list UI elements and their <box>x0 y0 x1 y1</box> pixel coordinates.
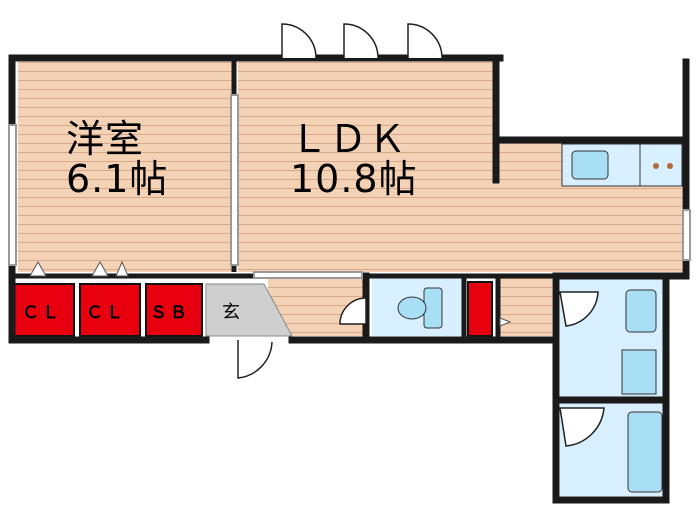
toilet-bowl-icon <box>397 296 427 320</box>
stove-burner-icon-2 <box>667 163 673 169</box>
toilet-tank-icon <box>423 287 443 329</box>
shoe-box <box>145 283 203 337</box>
washbasin-icon <box>625 289 657 333</box>
balcony-door-icons <box>281 23 443 59</box>
western-room-name: 洋室 <box>66 117 145 161</box>
entrance-area <box>205 283 293 337</box>
western-room-size: 6.1帖 <box>66 156 169 201</box>
toilet-door-icon <box>339 297 367 325</box>
entrance-label: 玄 <box>222 302 243 323</box>
closet-2 <box>79 283 141 337</box>
entrance-door-icon <box>237 340 273 379</box>
bathtub-icon <box>627 411 663 493</box>
stove-burner-icon <box>653 163 659 169</box>
ldk-label: ＬＤＫ 10.8帖 <box>290 117 418 201</box>
shoe-box-label: ＳＢ <box>150 303 190 323</box>
windows <box>8 94 691 279</box>
ldk-name: ＬＤＫ <box>290 117 408 161</box>
closet-1-label: ＣＬ <box>22 303 62 323</box>
kitchen-sink-icon <box>571 150 609 180</box>
ldk-size: 10.8帖 <box>290 156 418 201</box>
washroom-door-icon <box>559 291 599 327</box>
closet-2-label: ＣＬ <box>86 303 126 323</box>
closet-door-markers <box>29 260 512 327</box>
western-room-label: 洋室 6.1帖 <box>66 117 169 201</box>
hall2-floor <box>500 276 552 336</box>
western-room-floor <box>18 62 232 272</box>
storage-small <box>467 281 493 337</box>
ldk-floor <box>238 62 496 272</box>
bathroom-door-icon <box>559 407 605 447</box>
washing-machine-icon <box>621 349 657 395</box>
closet-1 <box>13 283 75 337</box>
